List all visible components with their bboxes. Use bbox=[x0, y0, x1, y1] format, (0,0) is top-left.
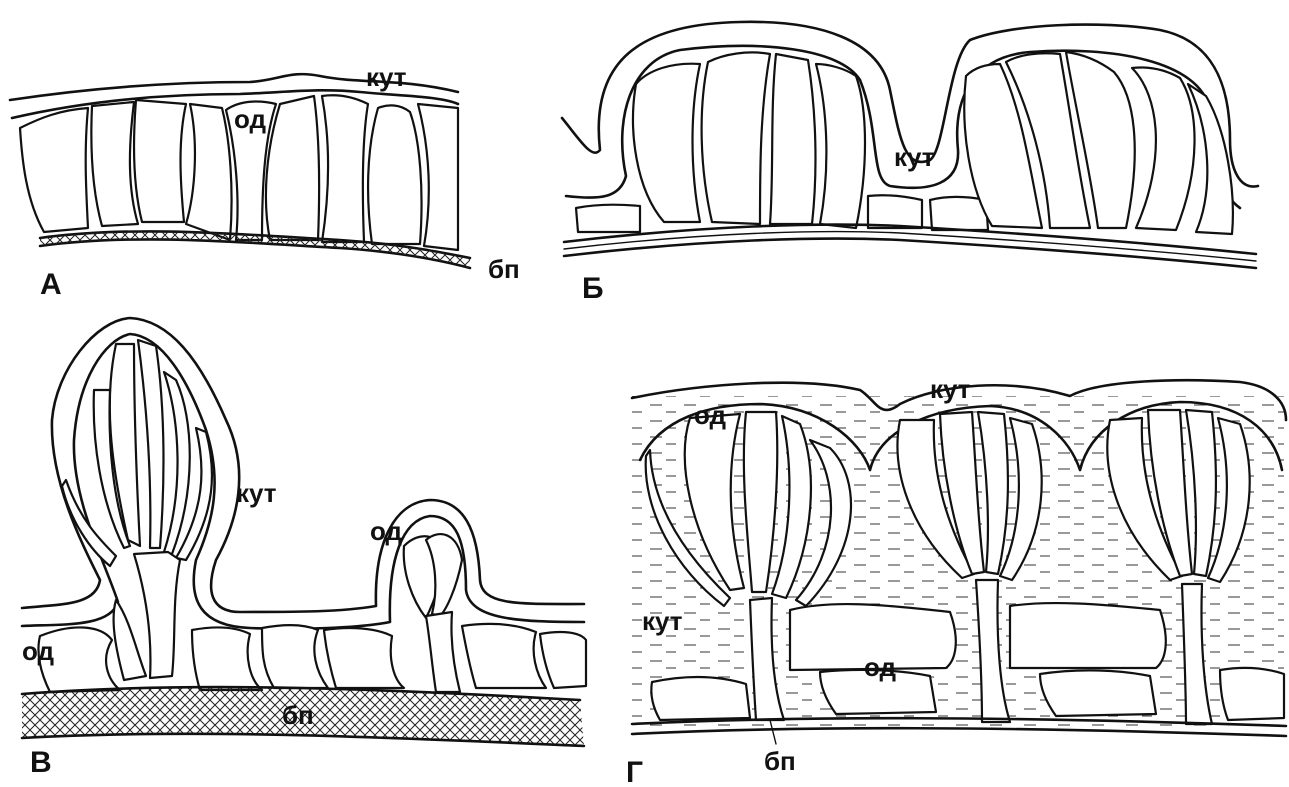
panel-b: Б кут bbox=[562, 22, 1258, 305]
panel-d-basal-membrane-bottom bbox=[632, 728, 1286, 736]
panel-b-letter: Б bbox=[582, 272, 604, 305]
panel-a: А кут од бп bbox=[10, 62, 520, 301]
panel-c-cells bbox=[38, 340, 586, 692]
panel-b-label-cuticle: кут bbox=[894, 142, 935, 172]
panel-c-label-basal-membrane: бп bbox=[282, 700, 314, 730]
panel-a-label-odontoblasts: од bbox=[234, 104, 267, 134]
panel-c-label-odontoblasts-left: од bbox=[22, 636, 55, 666]
panel-d-label-basal-membrane: бп bbox=[764, 746, 796, 776]
panel-a-label-cuticle: кут bbox=[366, 62, 407, 92]
panel-a-label-basal-membrane: бп bbox=[488, 254, 520, 284]
panel-c: В кут од од бп bbox=[22, 318, 586, 779]
panel-d-label-odontoblasts-top: од bbox=[694, 400, 727, 430]
panel-c-letter: В bbox=[30, 746, 52, 779]
panel-d: Г кут кут од од бп bbox=[626, 374, 1286, 787]
panel-d-letter: Г bbox=[626, 756, 643, 787]
panel-a-letter: А bbox=[40, 268, 62, 301]
panel-d-label-odontoblasts-bottom: од bbox=[864, 652, 897, 682]
panel-d-label-cuticle-left: кут bbox=[642, 606, 683, 636]
panel-c-label-cuticle: кут bbox=[236, 478, 277, 508]
panel-c-label-odontoblasts-top: од bbox=[370, 516, 403, 546]
panel-d-label-cuticle-top: кут bbox=[930, 374, 971, 404]
